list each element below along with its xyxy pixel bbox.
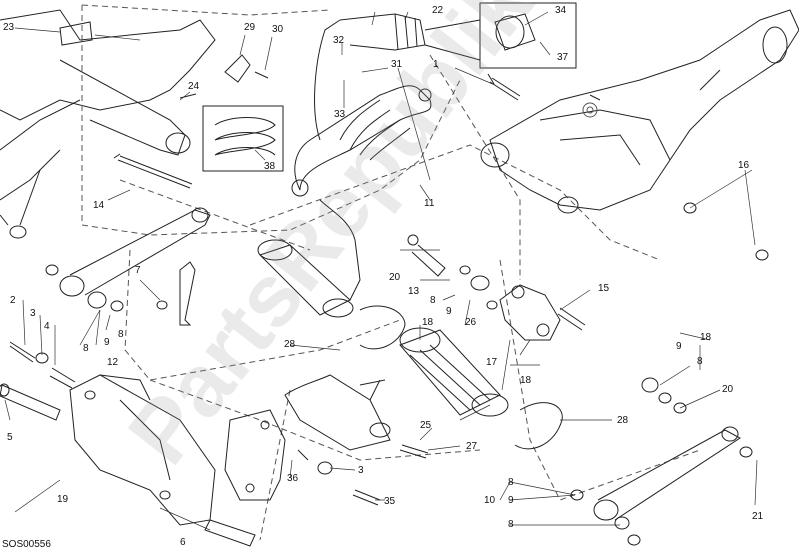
callout-8c: 8 xyxy=(430,295,436,306)
left-bushings xyxy=(45,264,168,312)
callout-34: 34 xyxy=(555,5,567,16)
callout-28b: 28 xyxy=(617,415,629,426)
clamp-28a xyxy=(359,305,406,350)
rocker-17 xyxy=(499,284,586,341)
callout-31: 31 xyxy=(391,59,403,70)
clamp-28b xyxy=(514,402,563,450)
callout-8b: 8 xyxy=(118,329,124,340)
callout-16: 16 xyxy=(738,160,750,171)
callout-12: 12 xyxy=(107,357,119,368)
cover-25 xyxy=(284,374,391,451)
callout-35: 35 xyxy=(384,496,396,507)
callout-3: 3 xyxy=(30,308,36,319)
left-bolts xyxy=(9,341,76,389)
callout-18c: 18 xyxy=(700,332,712,343)
small-bolts xyxy=(179,71,429,506)
callout-17: 17 xyxy=(486,357,498,368)
rod-14 xyxy=(113,153,193,189)
diagram-code: SOS00556 xyxy=(2,539,51,550)
callout-6: 6 xyxy=(180,537,186,548)
callout-15: 15 xyxy=(598,283,610,294)
callout-13: 13 xyxy=(408,286,420,297)
callout-27: 27 xyxy=(466,441,478,452)
canister-26 xyxy=(399,327,509,417)
pin-6 xyxy=(204,519,256,547)
bracket-29 xyxy=(224,54,251,83)
callout-33: 33 xyxy=(334,109,346,120)
callout-18a: 18 xyxy=(422,317,434,328)
adjuster-inset xyxy=(424,2,577,69)
gear-icon xyxy=(582,102,598,118)
callout-9c: 9 xyxy=(676,341,682,352)
callout-30: 30 xyxy=(272,24,284,35)
callout-23: 23 xyxy=(3,22,15,33)
bracket-7 xyxy=(179,261,196,326)
callout-25: 25 xyxy=(420,420,432,431)
bracket-36 xyxy=(224,409,286,501)
foot-bracket-19 xyxy=(69,374,216,526)
callout-8f: 8 xyxy=(508,519,514,530)
bolt-1 xyxy=(487,73,521,101)
callout-28a: 28 xyxy=(284,339,296,350)
guide-lines xyxy=(81,4,701,541)
callout-21: 21 xyxy=(752,511,764,522)
callout-5: 5 xyxy=(7,432,13,443)
callout-2: 2 xyxy=(10,295,16,306)
link-rod-10 xyxy=(593,426,741,521)
callout-1: 1 xyxy=(433,59,439,70)
callout-4: 4 xyxy=(44,321,50,332)
callout-11: 11 xyxy=(424,198,435,209)
callout-29: 29 xyxy=(244,22,256,33)
frame-part xyxy=(0,9,216,239)
pin-5 xyxy=(0,384,61,421)
reservoir xyxy=(257,199,361,318)
callout-18b: 18 xyxy=(520,375,532,386)
callout-20a: 20 xyxy=(389,272,401,283)
shock-absorber xyxy=(291,13,432,197)
callout-19: 19 xyxy=(57,494,69,505)
callout-20b: 20 xyxy=(722,384,734,395)
callout-7: 7 xyxy=(135,265,141,276)
callout-8d: 8 xyxy=(697,356,703,367)
bracket-23 xyxy=(59,21,93,46)
right-bushings xyxy=(570,202,769,546)
callout-26: 26 xyxy=(465,317,477,328)
callout-10: 10 xyxy=(484,495,496,506)
swing-arm xyxy=(480,9,799,214)
callout-9b: 9 xyxy=(446,306,452,317)
callout-3b: 3 xyxy=(358,465,364,476)
callout-22: 22 xyxy=(432,5,444,16)
callout-8a: 8 xyxy=(83,343,89,354)
link-rod-12 xyxy=(59,207,211,297)
spring-inset xyxy=(202,105,284,172)
callout-8e: 8 xyxy=(508,477,514,488)
callout-9d: 9 xyxy=(508,495,514,506)
callout-38: 38 xyxy=(264,161,276,172)
callout-14: 14 xyxy=(93,200,105,211)
callout-9a: 9 xyxy=(104,337,110,348)
callout-24: 24 xyxy=(188,81,200,92)
leader-lines xyxy=(4,11,758,531)
callout-36: 36 xyxy=(287,473,299,484)
callout-37: 37 xyxy=(557,52,569,63)
callout-32: 32 xyxy=(333,35,345,46)
center-bushings xyxy=(407,234,498,310)
